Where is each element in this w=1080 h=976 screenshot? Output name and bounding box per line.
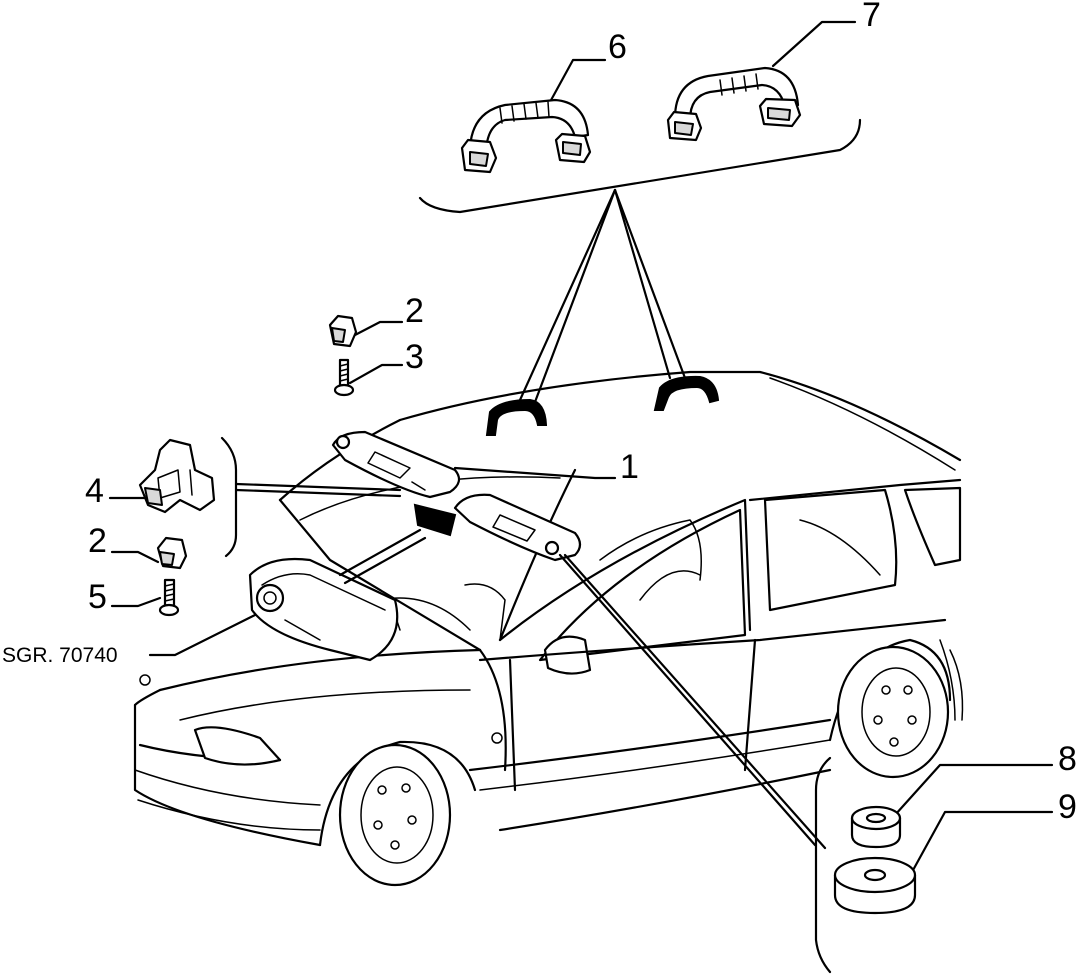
callout-3: 3 [405, 338, 424, 376]
grab-handle-part-7 [666, 66, 802, 142]
washer-part-9 [833, 856, 917, 915]
car-illustration [133, 370, 964, 887]
sun-visor-left [331, 430, 461, 499]
callout-2-top: 2 [405, 292, 424, 330]
screw-part-5 [158, 578, 180, 617]
callout-9: 9 [1058, 788, 1077, 826]
callout-8: 8 [1058, 740, 1077, 778]
screw-part-3 [333, 358, 355, 397]
nut-part-2-top [328, 314, 358, 348]
grab-handle-rear-mounted [653, 375, 720, 411]
grab-handle-part-6 [460, 98, 592, 174]
interior-rear-view-mirror [248, 557, 399, 662]
sun-visor-right [453, 493, 582, 562]
clip-part-4 [138, 438, 216, 514]
visor-clip-mounted [413, 503, 457, 537]
nut-part-2-bottom [156, 536, 188, 570]
callout-1: 1 [620, 448, 639, 486]
leader-lines [108, 20, 1054, 974]
grab-handle-front-mounted [485, 398, 548, 436]
bushing-part-8 [850, 805, 902, 849]
reference-code: SGR. 70740 [2, 644, 118, 667]
callout-7: 7 [862, 0, 881, 34]
callout-4: 4 [85, 472, 104, 510]
callout-5: 5 [88, 578, 107, 616]
callout-2-bottom: 2 [88, 522, 107, 560]
callout-6: 6 [608, 28, 627, 66]
